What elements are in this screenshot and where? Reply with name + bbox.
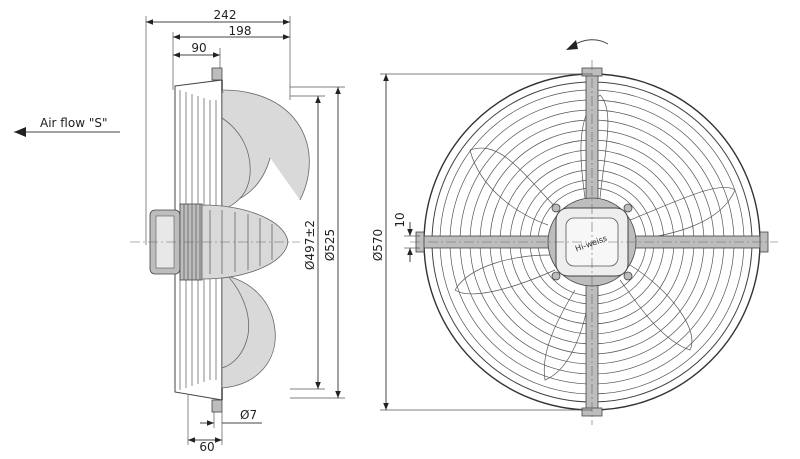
impeller-blades-front bbox=[454, 94, 736, 381]
dimension-phi525: Ø525 bbox=[290, 86, 345, 399]
airflow-indicator: Air flow "S" bbox=[14, 116, 120, 137]
dimension-phi570-label: Ø570 bbox=[371, 229, 385, 261]
dimension-10: 10 bbox=[393, 212, 420, 262]
dimension-phi570: Ø570 bbox=[371, 73, 592, 411]
dimension-60-label: 60 bbox=[199, 440, 214, 454]
dimension-phi497-label: Ø497±2 bbox=[303, 220, 317, 270]
dimension-10-label: 10 bbox=[393, 212, 407, 227]
dimension-90: 90 bbox=[173, 41, 221, 70]
impeller-blades-side bbox=[221, 89, 310, 389]
dimension-242-label: 242 bbox=[214, 8, 237, 22]
dimension-60: 60 bbox=[187, 395, 223, 454]
rotation-arrow-icon bbox=[566, 39, 609, 50]
dimension-phi525-label: Ø525 bbox=[323, 229, 337, 261]
dimension-242: 242 bbox=[145, 8, 291, 245]
dimension-phi7: Ø7 bbox=[200, 408, 262, 428]
bottom-mount-tab bbox=[211, 399, 223, 413]
front-view: Hi-weiss Ø570 10 bbox=[371, 39, 778, 425]
dimension-phi7-label: Ø7 bbox=[240, 408, 257, 422]
side-view: 242 198 90 Air flow "S" bbox=[14, 8, 345, 454]
dimension-198-label: 198 bbox=[229, 24, 252, 38]
left-arrow-icon bbox=[14, 127, 26, 137]
dimension-198: 198 bbox=[172, 24, 290, 90]
airflow-label: Air flow "S" bbox=[40, 116, 107, 130]
dimension-phi497: Ø497±2 bbox=[290, 95, 325, 390]
top-mount-tab bbox=[211, 67, 223, 81]
dimension-90-label: 90 bbox=[191, 41, 206, 55]
